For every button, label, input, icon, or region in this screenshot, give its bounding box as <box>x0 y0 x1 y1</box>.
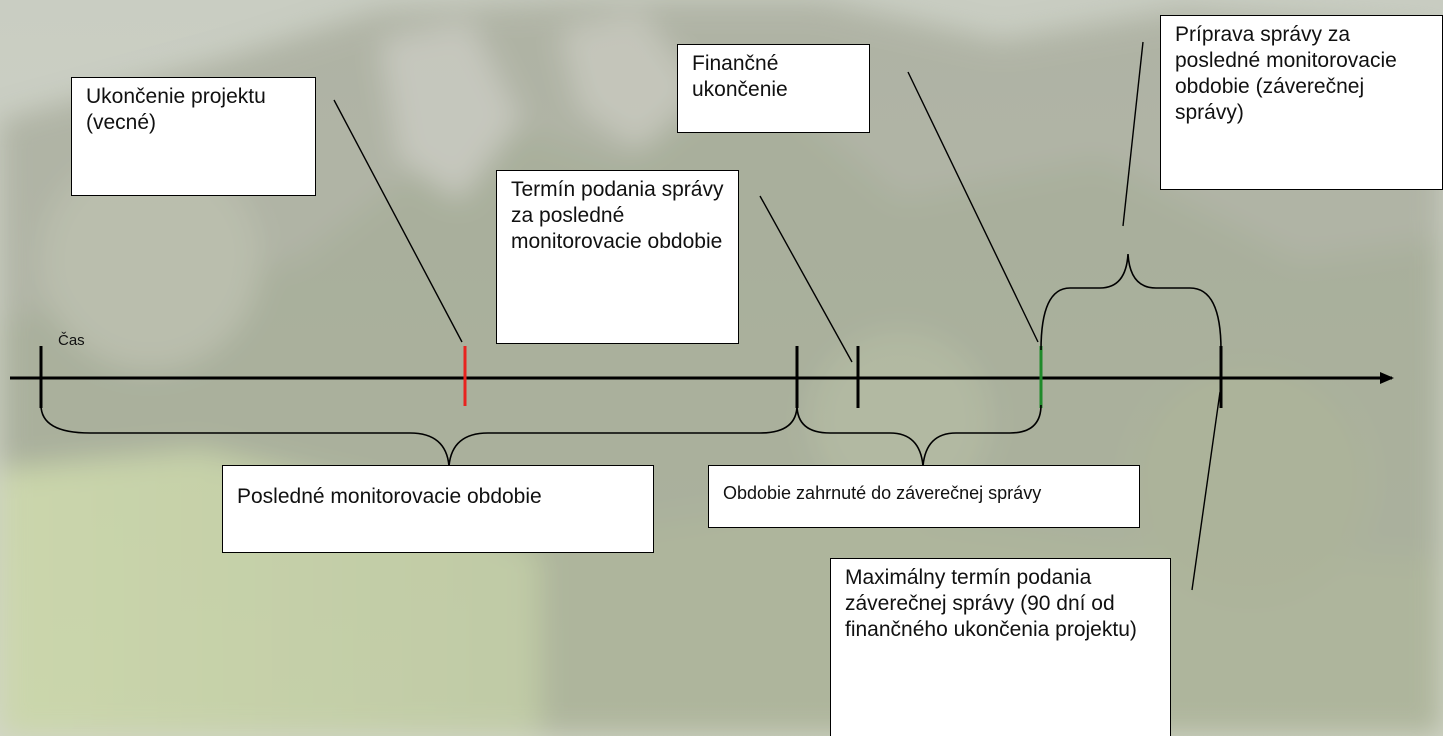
box-last-period: Posledné monitorovacie obdobie <box>222 465 654 553</box>
box-max-deadline: Maximálny termín podania záverečnej sprá… <box>830 558 1171 736</box>
brace-final-period <box>796 404 1042 467</box>
brace-last-period <box>40 404 798 467</box>
box-financial-end: Finančné ukončenie <box>677 44 870 133</box>
connector-final-prep <box>1122 41 1144 227</box>
brace-final-prep <box>1040 253 1222 351</box>
box-report-deadline: Termín podania správy za posledné monito… <box>496 170 739 344</box>
connector-financial-end <box>907 71 1039 343</box>
connector-report-deadline <box>759 195 853 363</box>
box-project-end: Ukončenie projektu (vecné) <box>71 77 316 196</box>
axis-label: Čas <box>58 332 85 349</box>
box-final-prep: Príprava správy za posledné monitorovaci… <box>1160 15 1443 190</box>
connector-project-end <box>333 99 463 343</box>
connector-max-deadline <box>1191 391 1221 591</box>
box-final-period: Obdobie zahrnuté do záverečnej správy <box>708 465 1140 528</box>
